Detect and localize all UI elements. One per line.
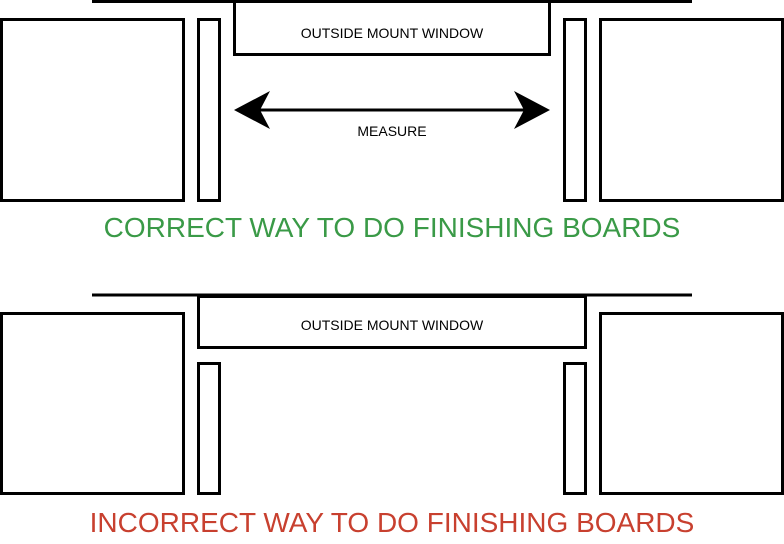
window-label: OUTSIDE MOUNT WINDOW	[301, 317, 484, 333]
right-wall-block	[599, 312, 784, 495]
incorrect-caption: INCORRECT WAY TO DO FINISHING BOARDS	[90, 507, 695, 538]
correct-panel	[0, 0, 784, 202]
measure-arrow	[234, 91, 550, 129]
correct-caption: CORRECT WAY TO DO FINISHING BOARDS	[104, 212, 681, 243]
left-finishing-board	[197, 362, 221, 495]
right-arrowhead-icon	[514, 91, 550, 129]
incorrect-panel	[0, 293, 784, 495]
right-finishing-board	[563, 362, 587, 495]
left-arrowhead-icon	[234, 91, 270, 129]
measure-label: MEASURE	[357, 123, 426, 139]
left-wall-block	[0, 312, 185, 495]
window-label: OUTSIDE MOUNT WINDOW	[301, 25, 484, 41]
left-wall-block	[0, 18, 185, 202]
left-finishing-board	[197, 18, 221, 202]
right-wall-block	[599, 18, 784, 202]
right-finishing-board	[563, 18, 587, 202]
outside-mount-window	[197, 295, 587, 349]
outside-mount-window	[233, 0, 551, 56]
